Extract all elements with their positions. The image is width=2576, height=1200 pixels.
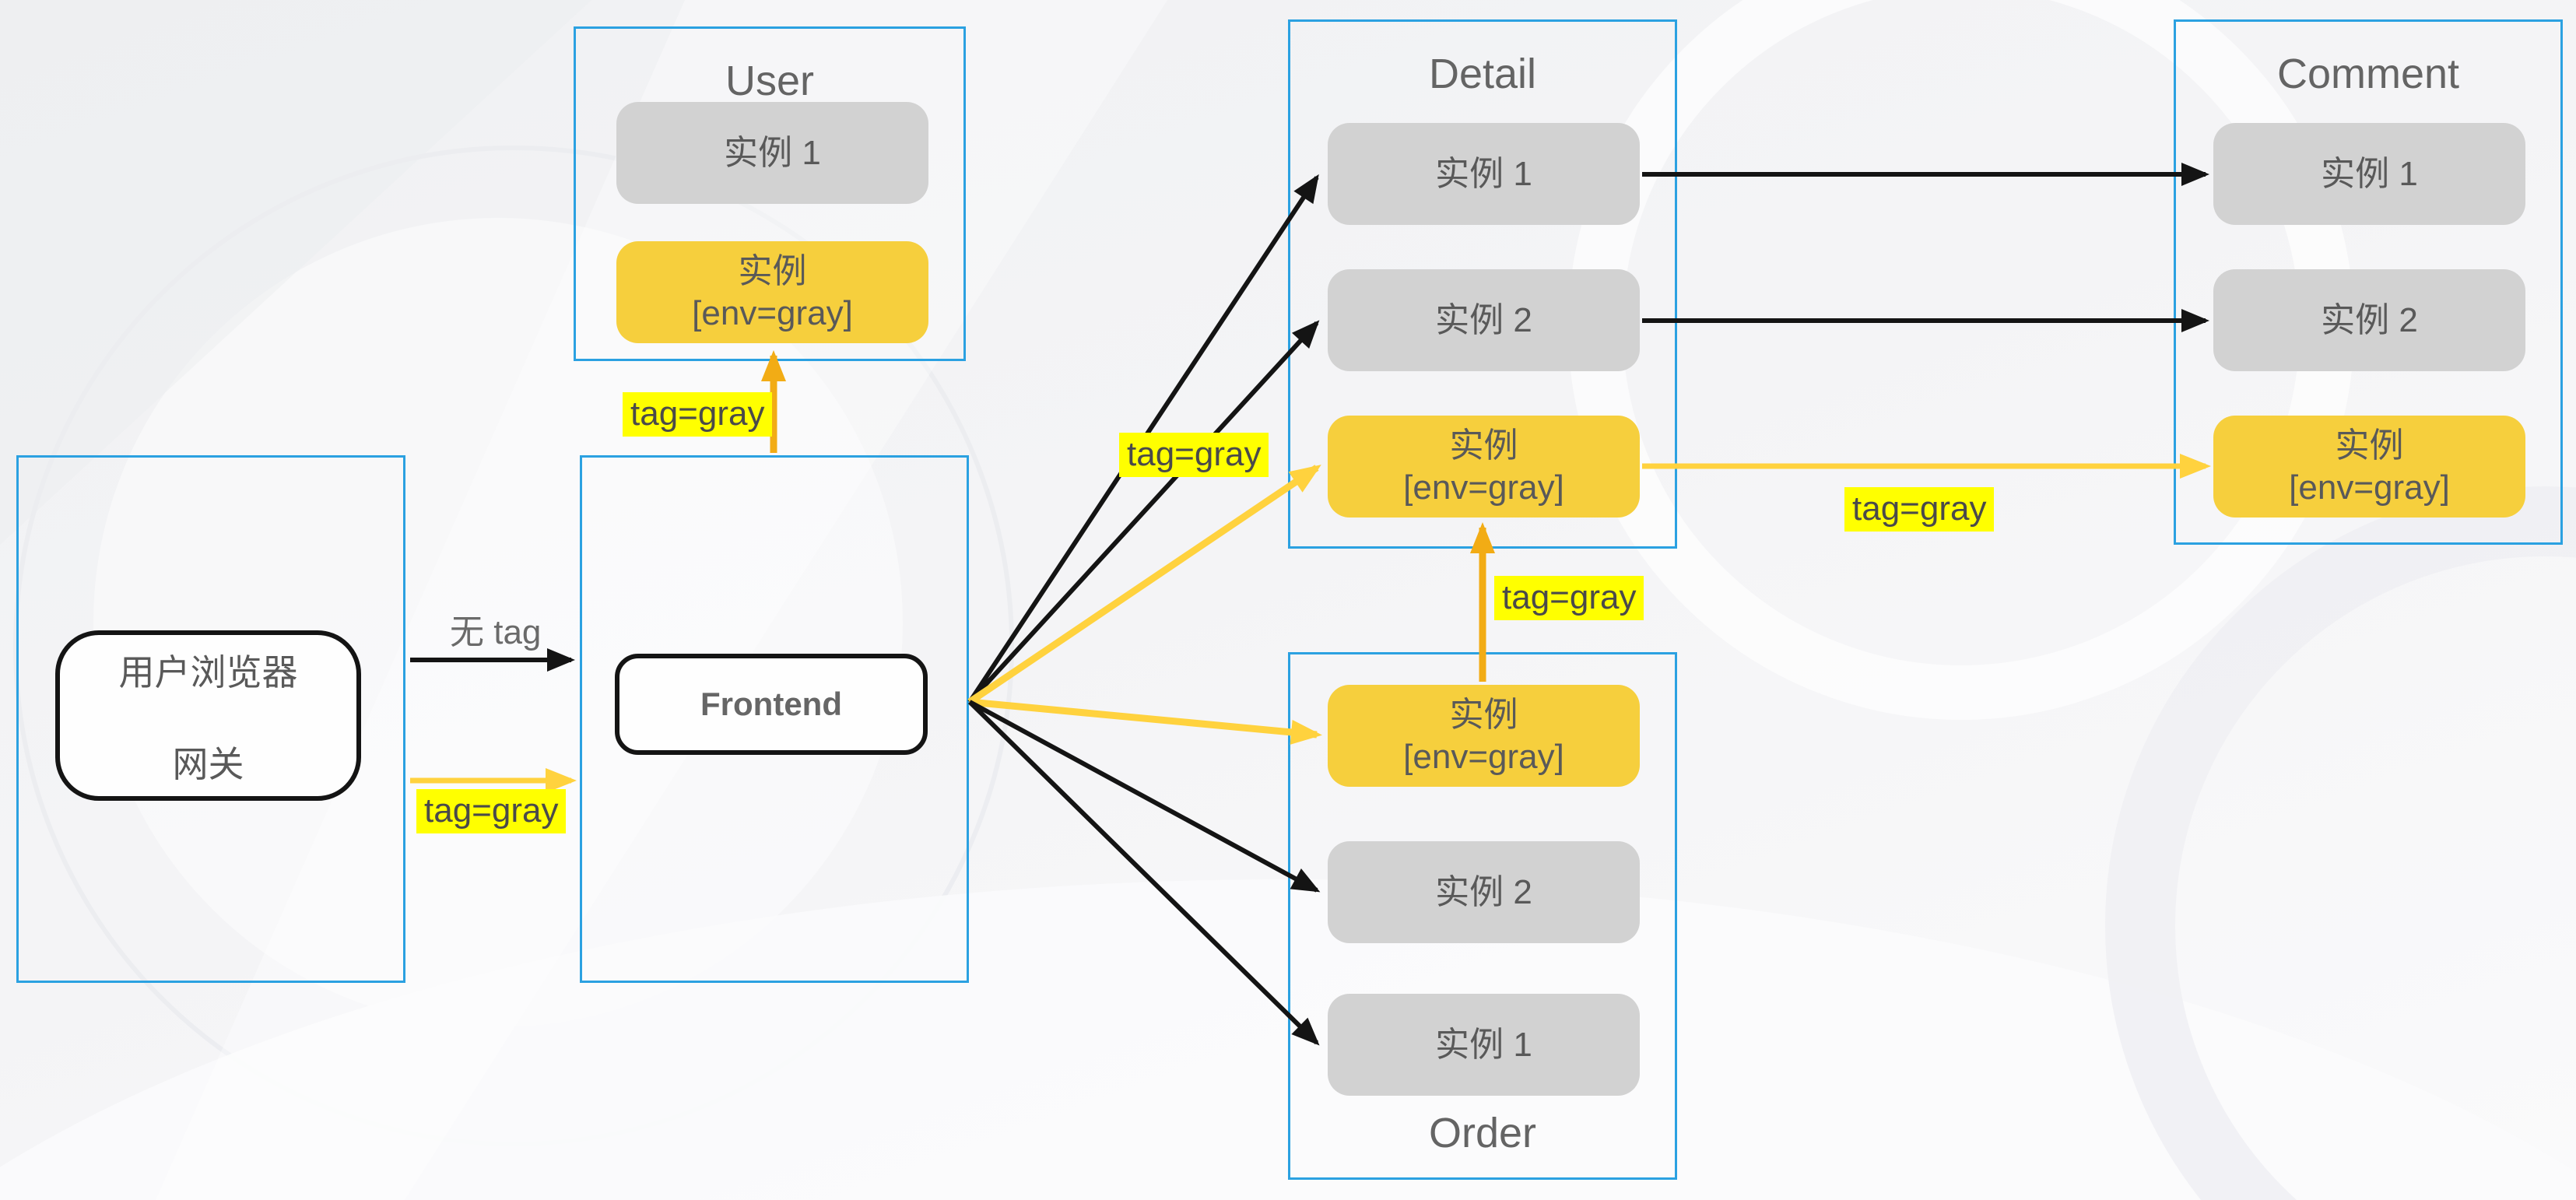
edge-label-gateway-frontend-gray: tag=gray <box>416 789 567 833</box>
edge-label-frontend-detail-gray: tag=gray <box>1119 433 1269 477</box>
edge-label-detail-comment-gray: tag=gray <box>1844 487 1995 532</box>
detail-instance-1: 实例 1 <box>1328 123 1640 225</box>
detail-instance-1-label: 实例 1 <box>1435 154 1532 193</box>
comment-instance-1: 实例 1 <box>2213 123 2525 225</box>
edge-label-order-detail-gray: tag=gray <box>1494 576 1644 620</box>
gateway-node-line1: 用户浏览器 <box>118 651 298 693</box>
comment-instance-gray-label: 实例 [env=gray] <box>2289 426 2450 507</box>
frontend-node-label: Frontend <box>700 686 842 722</box>
edge-label-no-tag: 无 tag <box>450 613 542 651</box>
gateway-node: 用户浏览器 网关 <box>55 630 361 801</box>
user-instance-1: 实例 1 <box>616 102 928 204</box>
order-instance-gray: 实例 [env=gray] <box>1328 685 1640 787</box>
user-instance-gray: 实例 [env=gray] <box>616 241 928 343</box>
detail-instance-gray-label: 实例 [env=gray] <box>1403 426 1564 507</box>
gateway-container <box>16 455 405 983</box>
order-instance-2-label: 实例 2 <box>1435 872 1532 911</box>
comment-instance-2: 实例 2 <box>2213 269 2525 371</box>
order-instance-1-label: 实例 1 <box>1435 1025 1532 1064</box>
edge-label-frontend-user-gray: tag=gray <box>623 392 773 437</box>
detail-instance-2-label: 实例 2 <box>1435 300 1532 339</box>
frontend-node: Frontend <box>615 654 928 755</box>
frontend-container <box>580 455 969 983</box>
comment-instance-2-label: 实例 2 <box>2321 300 2418 339</box>
service-detail-title: Detail <box>1428 51 1537 97</box>
service-order-title: Order <box>1428 1110 1537 1156</box>
gateway-node-line2: 网关 <box>172 743 244 784</box>
order-instance-gray-label: 实例 [env=gray] <box>1403 695 1564 776</box>
user-instance-gray-label: 实例 [env=gray] <box>692 251 853 332</box>
service-comment-title: Comment <box>2276 51 2460 97</box>
service-comment-container: Comment <box>2174 19 2563 545</box>
order-instance-1: 实例 1 <box>1328 994 1640 1096</box>
detail-instance-2: 实例 2 <box>1328 269 1640 371</box>
comment-instance-gray: 实例 [env=gray] <box>2213 416 2525 518</box>
detail-instance-gray: 实例 [env=gray] <box>1328 416 1640 518</box>
service-user-title: User <box>725 58 814 104</box>
order-instance-2: 实例 2 <box>1328 841 1640 943</box>
user-instance-1-label: 实例 1 <box>724 133 821 172</box>
comment-instance-1-label: 实例 1 <box>2321 154 2418 193</box>
